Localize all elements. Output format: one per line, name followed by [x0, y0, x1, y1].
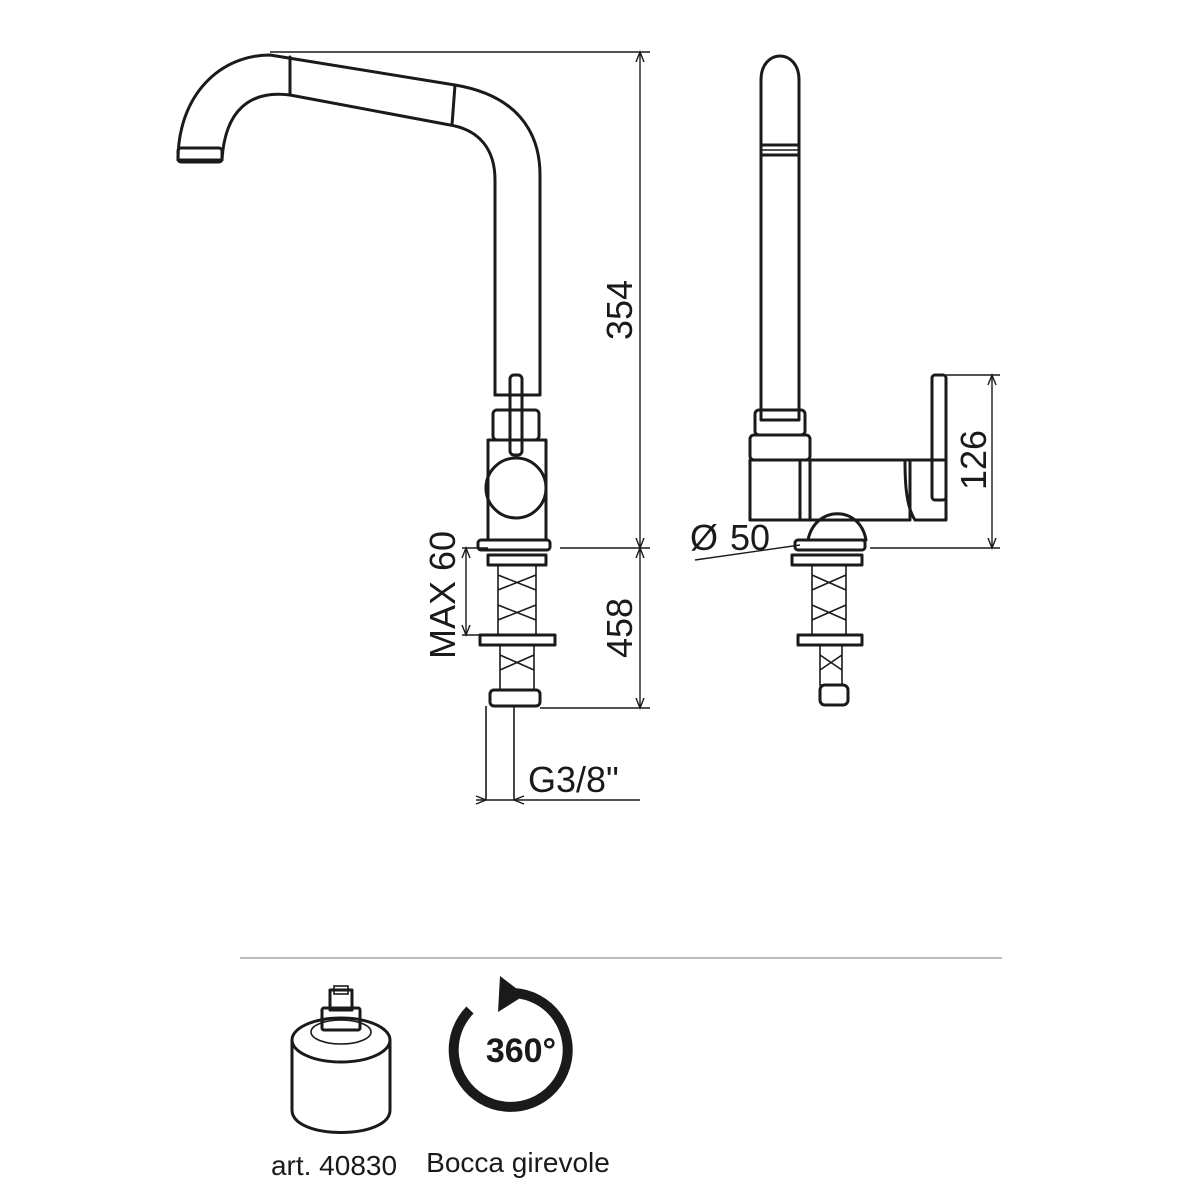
dim-max-deck: MAX 60: [422, 531, 463, 659]
dim-base-diameter: 50: [730, 517, 770, 558]
front-dimensions: 354 458 MAX 60 G3/8": [270, 50, 650, 805]
dim-below-deck: 458: [599, 598, 640, 658]
front-view: [176, 53, 557, 800]
side-dimensions: 126 Ø 50: [690, 373, 1000, 561]
rotate-360-icon: [448, 976, 573, 1112]
side-lever: [930, 373, 948, 502]
dim-diameter-symbol: Ø: [690, 517, 718, 558]
side-spout: [759, 54, 801, 422]
dim-thread: G3/8": [528, 759, 619, 800]
side-view: [748, 54, 948, 707]
front-lever: [508, 373, 524, 457]
cartridge-icon: [290, 985, 392, 1134]
swivel-degrees: 360°: [486, 1032, 556, 1070]
swivel-caption: Bocca girevole: [426, 1147, 610, 1178]
cartridge-caption: art. 40830: [271, 1150, 397, 1181]
front-spout: [176, 53, 542, 397]
dim-lever-height: 126: [953, 430, 994, 490]
dim-total-height: 354: [599, 280, 640, 340]
